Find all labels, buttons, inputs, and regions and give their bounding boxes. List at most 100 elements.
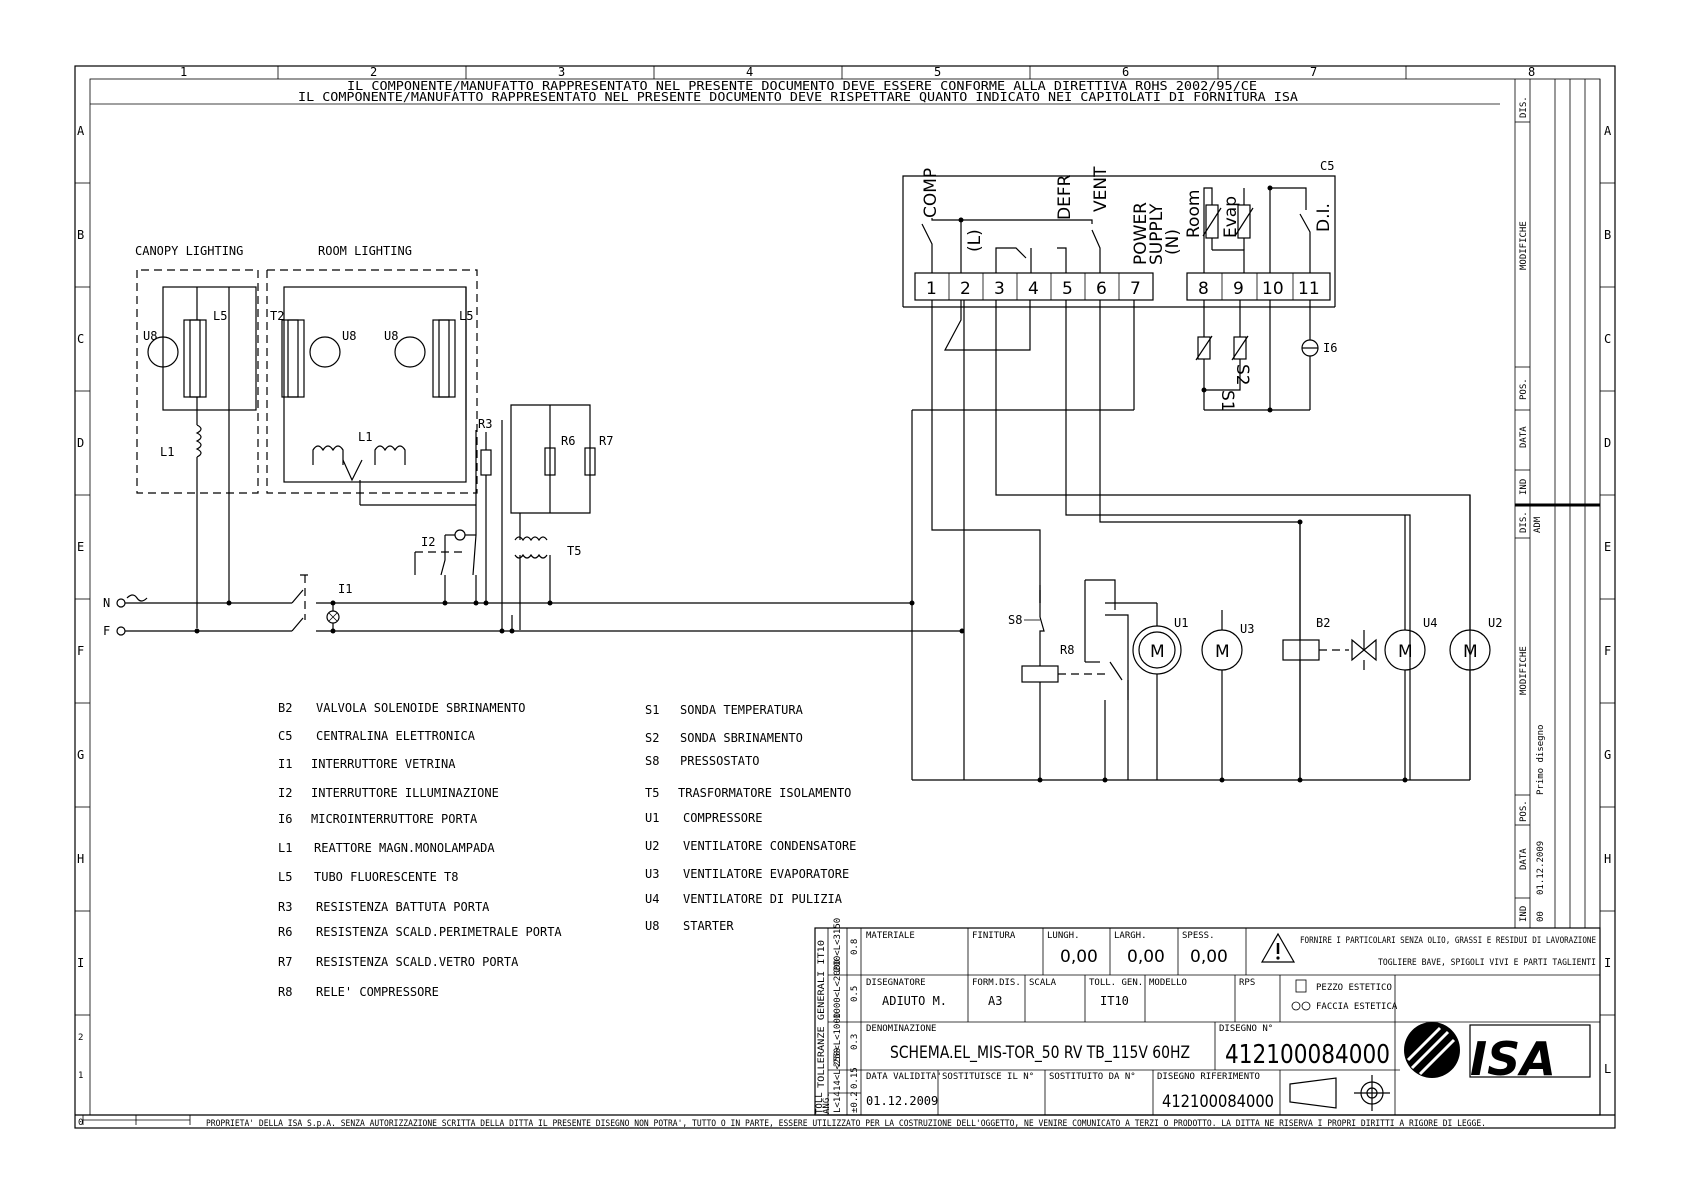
i2-label: I2 xyxy=(421,535,435,549)
u8-label-room-1: U8 xyxy=(342,329,356,343)
spess-value: 0,00 xyxy=(1190,947,1228,967)
legend-desc: PRESSOSTATO xyxy=(680,754,759,768)
spess-label: SPESS. xyxy=(1182,931,1215,941)
rev2-date: 01.12.2009 xyxy=(1536,841,1546,895)
isa-logo-text: ISA xyxy=(1470,1032,1556,1086)
legend-code: U1 xyxy=(645,811,659,825)
canopy-lighting-label: CANOPY LIGHTING xyxy=(135,244,243,258)
sheet-frame: 1 2 3 4 5 6 7 8 A B C D E F G H I A B C … xyxy=(74,65,1616,1129)
u2-motor-symbol: M xyxy=(1463,642,1478,662)
row-label-f: F xyxy=(77,644,84,658)
u4-label: U4 xyxy=(1423,616,1437,630)
r6-label: R6 xyxy=(561,434,575,448)
legend-desc: COMPRESSORE xyxy=(683,811,762,825)
row-label-c: C xyxy=(77,332,84,346)
f-label: F xyxy=(103,624,110,638)
r8-label: R8 xyxy=(1060,643,1074,657)
rps-label: RPS xyxy=(1239,978,1255,988)
row-label-g-right: G xyxy=(1604,748,1611,762)
isa-logo: ISA xyxy=(1404,1022,1591,1086)
probes-s1-s2: S1 S2 I6 xyxy=(1195,300,1337,413)
denominazione-label: DENOMINAZIONE xyxy=(866,1024,936,1034)
legend-code: S2 xyxy=(645,731,659,745)
legend-code: T5 xyxy=(645,786,659,800)
legend-desc: SONDA TEMPERATURA xyxy=(680,703,804,717)
scale-mark-0: 0 xyxy=(78,1118,83,1128)
legend-desc: VALVOLA SOLENOIDE SBRINAMENTO xyxy=(316,701,526,715)
s2-label: S2 xyxy=(1232,364,1252,386)
u8-label-canopy: U8 xyxy=(143,329,157,343)
legend-code: C5 xyxy=(278,729,292,743)
canopy-lighting: CANOPY LIGHTING U8 L5 L1 xyxy=(135,244,259,628)
rev2-adm: ADM xyxy=(1533,516,1543,533)
col-label-3: 3 xyxy=(558,65,565,79)
col-label-7: 7 xyxy=(1310,65,1317,79)
r7-label: R7 xyxy=(599,434,613,448)
di-label: D.I. xyxy=(1314,203,1334,232)
modello-label: MODELLO xyxy=(1149,978,1187,988)
faccia-estetica-icon xyxy=(1291,1001,1311,1011)
row-label-h-right: H xyxy=(1604,852,1611,866)
pezzo-estetico-icon xyxy=(1295,979,1307,993)
scale-bar xyxy=(82,1115,191,1125)
row-label-h: H xyxy=(77,852,84,866)
validita-label: DATA VALIDITA' xyxy=(866,1072,942,1082)
legend-code: S8 xyxy=(645,754,659,768)
legend-code: S1 xyxy=(645,703,659,717)
s1-label: S1 xyxy=(1217,390,1237,412)
legend-desc: RESISTENZA SCALD.VETRO PORTA xyxy=(316,955,519,969)
scala-label: SCALA xyxy=(1029,978,1057,988)
legend-desc: CENTRALINA ELETTRONICA xyxy=(316,729,476,743)
tollgen-value: IT10 xyxy=(1100,994,1129,1008)
ang-label: ANG. xyxy=(822,1092,832,1114)
legend-code: U4 xyxy=(645,892,659,906)
col-label-4: 4 xyxy=(746,65,753,79)
denominazione-value: SCHEMA.EL_MIS-TOR_50 RV TB_115V 60HZ xyxy=(890,1043,1190,1063)
u8-label-room-2: U8 xyxy=(384,329,398,343)
r3-label: R3 xyxy=(478,417,492,431)
row-label-a: A xyxy=(77,124,85,138)
row-label-b-right: B xyxy=(1604,228,1611,242)
rohs-note: IL COMPONENTE/MANUFATTO RAPPRESENTATO NE… xyxy=(347,79,1257,93)
sostituisce-label: SOSTITUISCE IL N° xyxy=(942,1072,1034,1082)
scale-mark-2: 2 xyxy=(78,1033,83,1043)
s8-label: S8 xyxy=(1008,613,1022,627)
warning-line-1: FORNIRE I PARTICOLARI SENZA OLIO, GRASSI… xyxy=(1300,936,1596,946)
materiale-label: MATERIALE xyxy=(866,931,915,941)
row-label-a-right: A xyxy=(1604,124,1612,138)
rev2-modifiche-label: MODIFICHE xyxy=(1519,646,1529,695)
row-label-c-right: C xyxy=(1604,332,1611,346)
legend-code: I1 xyxy=(278,757,292,771)
u4-motor-symbol: M xyxy=(1398,642,1413,662)
row-label-b: B xyxy=(77,228,84,242)
col-label-2: 2 xyxy=(370,65,377,79)
legend-code: R3 xyxy=(278,900,292,914)
legend-desc: VENTILATORE EVAPORATORE xyxy=(683,867,849,881)
tol-range-1: 200<L<3150 xyxy=(833,918,843,972)
legend-code: U8 xyxy=(645,919,659,933)
tol-range-4: 14<L<250 xyxy=(833,1048,843,1091)
n-label: N xyxy=(103,596,110,610)
largh-label: LARGH. xyxy=(1114,931,1147,941)
warning-icon xyxy=(1260,932,1296,963)
legend-desc: INTERRUTTORE VETRINA xyxy=(311,757,456,771)
tol-value-2: 0.5 xyxy=(850,986,860,1002)
legend-code: B2 xyxy=(278,701,292,715)
legend-desc: RELE' COMPRESSORE xyxy=(316,985,439,999)
legend-desc: TRASFORMATORE ISOLAMENTO xyxy=(678,786,851,800)
rev2-dis-label: DIS. xyxy=(1519,511,1529,533)
rev-ind-label: IND xyxy=(1519,479,1529,495)
u2-label: U2 xyxy=(1488,616,1502,630)
col-label-5: 5 xyxy=(934,65,941,79)
terminal-11: 11 xyxy=(1298,279,1320,299)
legend-code: R8 xyxy=(278,985,292,999)
scale-mark-1: 1 xyxy=(78,1071,83,1081)
tol-value-5: ±0.2 xyxy=(850,1091,860,1113)
finitura-label: FINITURA xyxy=(972,931,1016,941)
comp-label: COMP xyxy=(921,168,941,218)
tol-value-1: 0.8 xyxy=(850,939,860,955)
lungh-value: 0,00 xyxy=(1060,947,1098,967)
legend-desc: INTERRUTTORE ILLUMINAZIONE xyxy=(311,786,499,800)
disegno-label: DISEGNO N° xyxy=(1219,1024,1273,1034)
faccia-estetica: FACCIA ESTETICA xyxy=(1316,1002,1398,1012)
